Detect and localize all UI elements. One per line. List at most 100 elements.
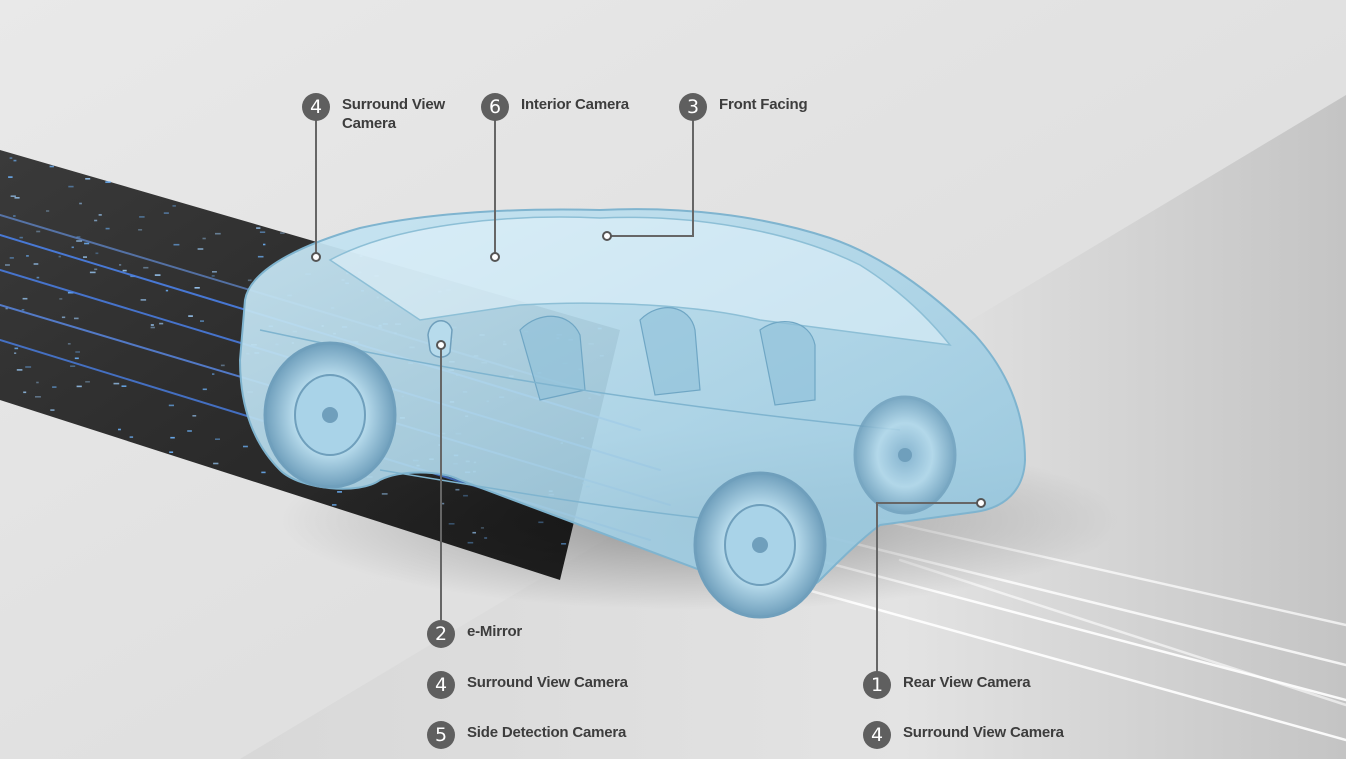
callout-label: e-Mirror: [467, 623, 523, 640]
road-data-dot: [168, 404, 174, 407]
road-data-dot: [197, 248, 204, 250]
road-data-dot: [61, 316, 66, 319]
number-badge: 3: [679, 93, 707, 121]
road-data-dot: [173, 243, 180, 246]
wheel-rear-left: [853, 395, 957, 515]
callout-surround-view-front: 4 Surround View Camera: [302, 93, 462, 133]
anchor-rear-view: [976, 498, 986, 508]
road-data-dot: [14, 347, 19, 350]
road-data-dot: [192, 415, 197, 417]
road-data-dot: [58, 255, 61, 258]
road-data-dot: [75, 351, 80, 353]
leader-front-facing: [607, 118, 694, 237]
callout-rear-view: 1 Rear View Camera: [863, 671, 1031, 699]
number-badge: 6: [481, 93, 509, 121]
car-sill: [379, 469, 721, 521]
callout-front-facing: 3 Front Facing: [679, 93, 808, 121]
road-data-dot: [105, 227, 110, 230]
road-data-dot: [33, 263, 39, 265]
road-data-dot: [200, 320, 204, 322]
road-data-dot: [138, 229, 143, 231]
road-data-dot: [46, 210, 50, 212]
road-data-dot: [94, 268, 98, 271]
road-data-dot: [10, 195, 16, 197]
wheel-front-left: [263, 341, 397, 489]
callout-label: Surround View Camera: [342, 96, 445, 132]
road-data-dot: [220, 364, 225, 367]
road-data-dot: [13, 159, 17, 162]
road-data-dot: [169, 451, 174, 453]
road-data-dot: [36, 381, 39, 384]
road-data-dot: [5, 307, 8, 310]
road-data-dot: [215, 438, 220, 440]
callout-surround-view-side: 4 Surround View Camera: [427, 671, 628, 699]
road-data-dot: [23, 391, 27, 394]
road-data-dot: [94, 219, 98, 222]
road-data-dot: [263, 243, 266, 246]
road-data-dot: [98, 214, 102, 216]
callout-interior-camera: 6 Interior Camera: [481, 93, 629, 121]
road-data-dot: [256, 227, 261, 229]
callout-label: Side Detection Camera: [467, 724, 627, 741]
road-data-dot: [5, 264, 10, 266]
road-data-dot: [79, 202, 82, 205]
callout-side-detection: 5 Side Detection Camera: [427, 721, 626, 749]
road-data-dot: [118, 428, 121, 431]
anchor-e-mirror: [436, 340, 446, 350]
callout-label: Interior Camera: [521, 96, 629, 113]
number-badge: 4: [863, 721, 891, 749]
road-data-dot: [202, 237, 206, 240]
road-data-dot: [16, 369, 23, 371]
road-data-dot: [140, 299, 147, 301]
road-data-dot: [170, 436, 175, 439]
road-data-dot: [76, 236, 81, 238]
callout-label: Surround View Camera: [467, 674, 628, 691]
road-data-dot: [25, 366, 32, 368]
road-data-dot: [154, 274, 161, 276]
number-badge: 1: [863, 671, 891, 699]
anchor-surround-front: [311, 252, 321, 262]
road-data-dot: [19, 236, 23, 239]
number-badge: 2: [427, 620, 455, 648]
number-badge: 4: [302, 93, 330, 121]
number-badge: 4: [427, 671, 455, 699]
road-data-dot: [76, 240, 83, 242]
leader-lines: [315, 118, 981, 672]
road-data-dot: [71, 246, 74, 249]
road-data-dot: [159, 322, 164, 325]
road-data-dot: [163, 212, 169, 214]
road-data-dot: [187, 430, 192, 432]
road-data-dot: [83, 256, 87, 258]
road-data-dot: [67, 291, 74, 294]
road-data-dot: [84, 242, 90, 245]
anchor-interior: [490, 252, 500, 262]
road-data-dot: [113, 382, 120, 385]
car-windows: [328, 216, 952, 346]
leader-anchor-points: [311, 231, 986, 508]
road-data-dot: [70, 365, 76, 367]
road-data-dot: [259, 231, 266, 233]
road-data-dot: [243, 445, 248, 448]
road-data-dot: [280, 232, 285, 234]
road-data-dot: [22, 297, 28, 300]
road-data-dot: [89, 271, 96, 274]
road-data-dot: [67, 343, 71, 345]
road-data-dot: [26, 255, 29, 257]
road-data-dot: [213, 462, 219, 465]
road-data-dot: [50, 409, 55, 411]
wheel-rear-right: [693, 471, 827, 619]
road-data-dot: [143, 266, 149, 269]
road-data-dot: [14, 352, 17, 354]
callout-label: Rear View Camera: [903, 674, 1031, 691]
road-data-dot: [49, 165, 54, 168]
road-data-dot: [150, 324, 154, 326]
road-data-dot: [202, 388, 207, 391]
road-data-dot: [68, 185, 74, 188]
road-data-dot: [215, 232, 221, 235]
road-data-dot: [165, 289, 169, 292]
road-data-dot: [35, 396, 41, 398]
road-data-dot: [261, 471, 266, 474]
number-badge: 5: [427, 721, 455, 749]
road-data-dot: [139, 216, 145, 218]
